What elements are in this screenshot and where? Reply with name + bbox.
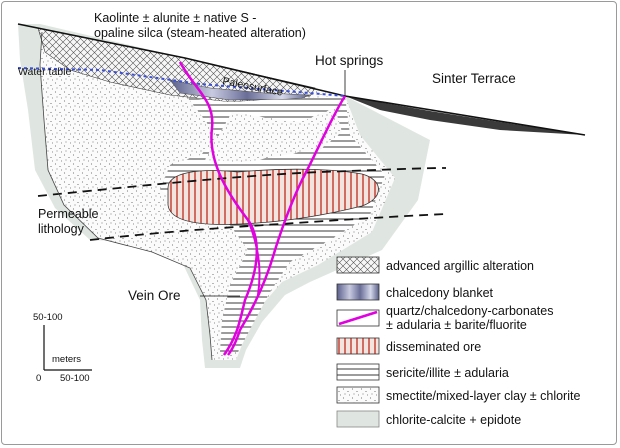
chalcedony-blanket-zone xyxy=(169,79,311,101)
permeable-label-2: lithology xyxy=(38,222,85,236)
disseminated-ore-zone xyxy=(167,168,379,225)
hot-springs-label: Hot springs xyxy=(315,53,384,68)
scale-bar: 50-100 meters 0 50-100 xyxy=(33,312,92,384)
legend-label-smectite: smectite/mixed-layer clay ± chlorite xyxy=(386,389,580,403)
permeable-upper-boundary xyxy=(37,167,447,197)
legend-swatch-sericite xyxy=(336,363,380,381)
quartz-vein-branch xyxy=(247,219,261,296)
water-table-line xyxy=(17,67,346,97)
legend-vein-line xyxy=(338,310,378,326)
deposit-outline xyxy=(39,31,213,361)
legend-label-quartz-vein-2: ± adularia ± barite/fluorite xyxy=(386,318,527,332)
legend-label-chalcedony: chalcedony blanket xyxy=(386,286,494,300)
legend-swatch-smectite xyxy=(336,386,380,404)
legend-label-quartz-vein-1: quartz/chalcedony-carbonates xyxy=(386,304,553,318)
quartz-vein-west xyxy=(178,61,258,356)
legend-label-chlorite: chlorite-calcite + epidote xyxy=(386,413,521,427)
legend-swatch-chalcedony xyxy=(336,283,380,301)
legend-label-sericite: sericite/illite ± adularia xyxy=(386,366,509,380)
legend-label-advanced-argillic: advanced argillic alteration xyxy=(386,259,534,273)
legend-swatch-chlorite xyxy=(336,410,380,428)
scale-origin-label: 0 xyxy=(36,373,41,384)
legend-swatch-disseminated xyxy=(336,337,380,355)
permeable-lower-boundary xyxy=(89,213,447,241)
kaolinite-label-2: opaline silca (steam-heated alteration) xyxy=(94,26,306,40)
kaolinite-label-1: Kaolinte ± alunite ± native S - xyxy=(94,11,256,25)
scale-horizontal-label: 50-100 xyxy=(60,373,90,384)
legend-label-disseminated: disseminated ore xyxy=(386,340,481,354)
smectite-window xyxy=(205,108,342,162)
quartz-vein-east xyxy=(227,95,347,356)
scale-vertical-label: 50-100 xyxy=(33,312,63,323)
legend-swatch-advanced-argillic xyxy=(336,256,380,274)
vein-ore-label: Vein Ore xyxy=(128,288,181,303)
paleosurface-line xyxy=(17,23,586,136)
scale-units-label: meters xyxy=(52,354,81,365)
legend: advanced argillic alteration chalcedony … xyxy=(336,256,580,428)
sinter-terrace-label: Sinter Terrace xyxy=(432,71,516,86)
water-table-label: Water table xyxy=(18,66,71,78)
permeable-label-1: Permeable xyxy=(38,207,98,221)
